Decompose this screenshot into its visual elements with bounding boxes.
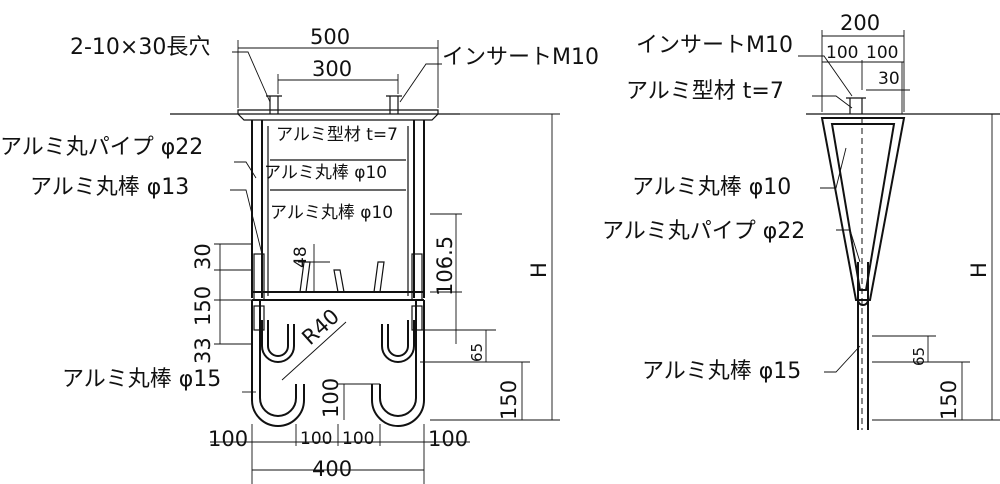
dim-100-right: 100 [428, 427, 468, 451]
side-bar10-label: アルミ丸棒 φ10 [632, 175, 791, 200]
dim-100-mid2: 100 [342, 429, 374, 449]
insert-label: インサートM10 [442, 45, 599, 70]
dim-100-mid1: 100 [300, 429, 332, 449]
side-insert-label: インサートM10 [636, 33, 793, 58]
dim-33: 33 [191, 337, 215, 364]
dim-65: 65 [468, 343, 486, 362]
dim-106-5: 106.5 [433, 236, 457, 296]
side-pipe22-label: アルミ丸パイプ φ22 [602, 219, 805, 244]
side-dim-150: 150 [937, 380, 961, 420]
side-bar15-label: アルミ丸棒 φ15 [642, 359, 801, 384]
bar13-label: アルミ丸棒 φ13 [30, 175, 189, 200]
dim-100v: 100 [319, 378, 343, 418]
bar10a-label: アルミ丸棒 φ10 [264, 163, 387, 183]
dim-r40: R40 [297, 304, 344, 349]
front-view: 2-10×30長穴 インサートM10 アルミ丸パイプ φ22 アルミ丸棒 φ13… [0, 25, 599, 484]
dim-30: 30 [191, 243, 215, 270]
profile-label: アルミ型材 t=7 [276, 125, 398, 145]
dim-100-left: 100 [208, 427, 248, 451]
dim-h: H [527, 262, 551, 278]
bar15-label: アルミ丸棒 φ15 [62, 367, 221, 392]
dim-400: 400 [312, 457, 352, 481]
side-dim-h: H [967, 262, 991, 278]
slot-label: 2-10×30長穴 [70, 35, 210, 60]
dim-150a: 150 [191, 286, 215, 326]
side-dim-65: 65 [910, 347, 928, 366]
bar10b-label: アルミ丸棒 φ10 [270, 203, 393, 223]
pipe22-label: アルミ丸パイプ φ22 [0, 135, 203, 160]
side-dim-100a: 100 [826, 43, 858, 63]
dim-500: 500 [310, 25, 350, 49]
side-profile-label: アルミ型材 t=7 [626, 79, 784, 104]
dim-300: 300 [312, 57, 352, 81]
side-dim-100b: 100 [866, 43, 898, 63]
dim-150b: 150 [497, 380, 521, 420]
side-dim-30: 30 [878, 69, 900, 89]
dim-48: 48 [291, 246, 311, 268]
side-view: 200 100 100 30 インサートM10 アルミ型材 t=7 アルミ丸棒 … [602, 11, 1000, 430]
side-dim-200: 200 [840, 11, 880, 35]
